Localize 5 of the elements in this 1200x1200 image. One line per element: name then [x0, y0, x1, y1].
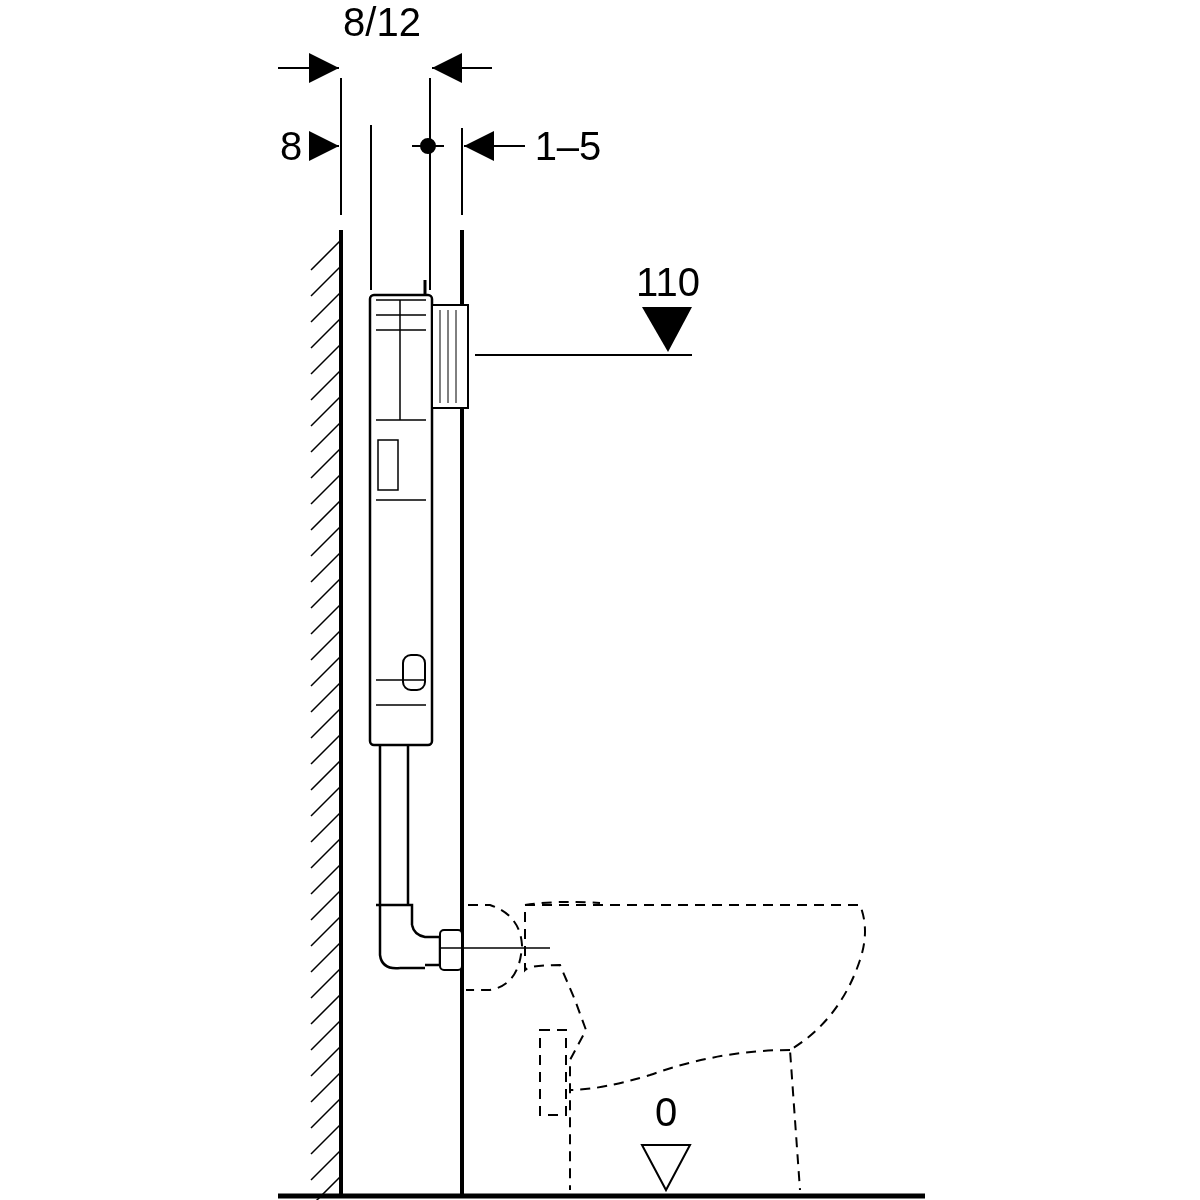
dimension-label: 1–5	[534, 126, 602, 166]
dimension-label: 8	[279, 126, 303, 166]
dimension-label: 110	[636, 262, 700, 302]
dimension-label: 8/12	[343, 2, 421, 42]
dimension-label: 0	[654, 1092, 678, 1132]
